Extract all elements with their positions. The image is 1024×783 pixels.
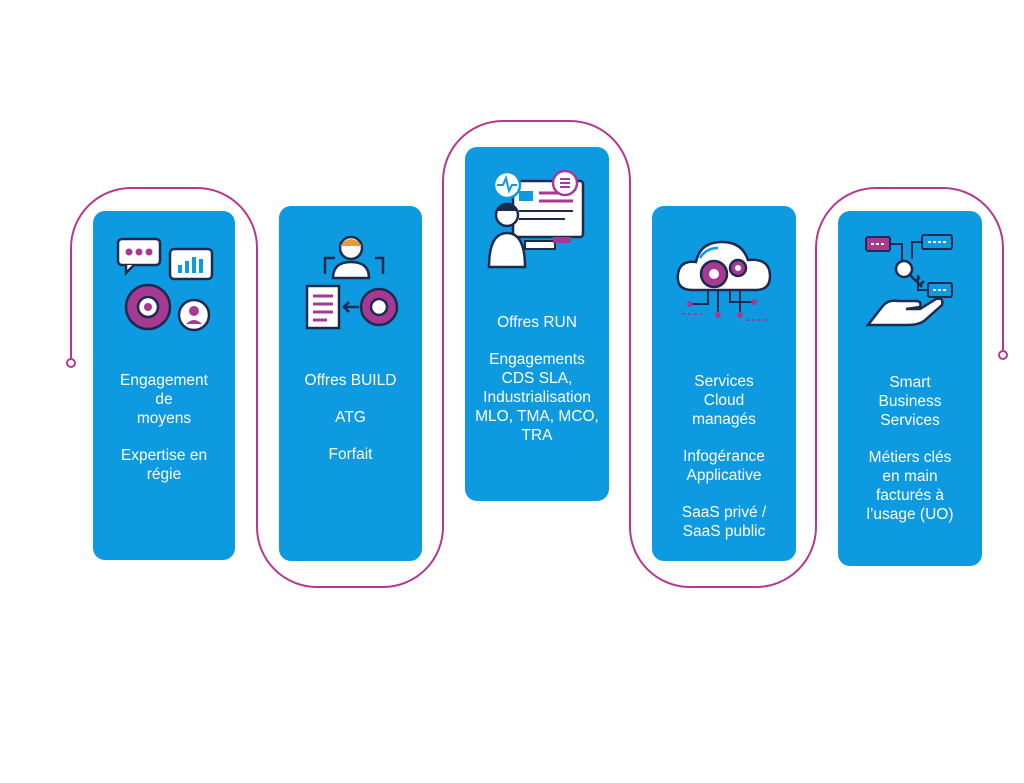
text-line: Offres BUILD [304,372,397,389]
hand-key-network-icon [865,234,953,327]
text-line: ATG [335,409,366,426]
text-line: Services [694,373,754,390]
text-line: en main [882,468,938,485]
text-block: ATG [285,408,416,427]
text-line: régie [146,466,182,483]
text-line: Métiers clés [868,449,952,466]
text-block: SaaS privé / SaaS public [658,503,790,541]
line-end-dot [998,350,1008,360]
card-offres-build: Offres BUILD ATG Forfait [279,206,422,561]
text-line: Infogérance [683,448,765,465]
text-block: Offres RUN [471,313,603,332]
text-line: SaaS privé / [681,504,767,521]
text-line: Smart [889,374,931,391]
text-block: Forfait [285,445,416,464]
person-document-gear-cycle-icon [305,235,398,330]
text-line: Cloud [703,392,745,409]
text-line: CDS SLA, [501,370,573,387]
text-line: Industrialisation [483,389,591,406]
text-block: Expertise en régie [99,446,229,484]
text-line: moyens [136,410,192,427]
text-line: Applicative [686,467,762,484]
text-line: l’usage (UO) [866,506,954,523]
text-line: Services [880,412,940,429]
text-line: facturés à [875,487,945,504]
support-agent-monitor-icon [487,169,585,269]
text-line: TRA [521,427,553,444]
text-line: managés [692,411,756,428]
text-block: Engagement de moyens [99,371,229,428]
text-line: SaaS public [682,523,766,540]
text-line: MLO, TMA, MCO, [475,408,599,425]
text-line: Expertise en [120,447,208,464]
text-line: Engagements [489,351,585,368]
text-line: Forfait [328,446,373,463]
chat-gear-user-icon [116,237,214,332]
text-line: Offres RUN [497,314,577,331]
line-start-dot [66,358,76,368]
text-line: Business [878,393,942,410]
text-line: de [155,391,173,408]
card-text: Offres BUILD ATG Forfait [285,371,416,482]
cloud-gear-circuit-icon [676,240,772,321]
text-line: Engagement [120,372,208,389]
text-block: Offres BUILD [285,371,416,390]
text-block: Métiers clés en main facturés à l’usage (UO… [844,448,976,524]
